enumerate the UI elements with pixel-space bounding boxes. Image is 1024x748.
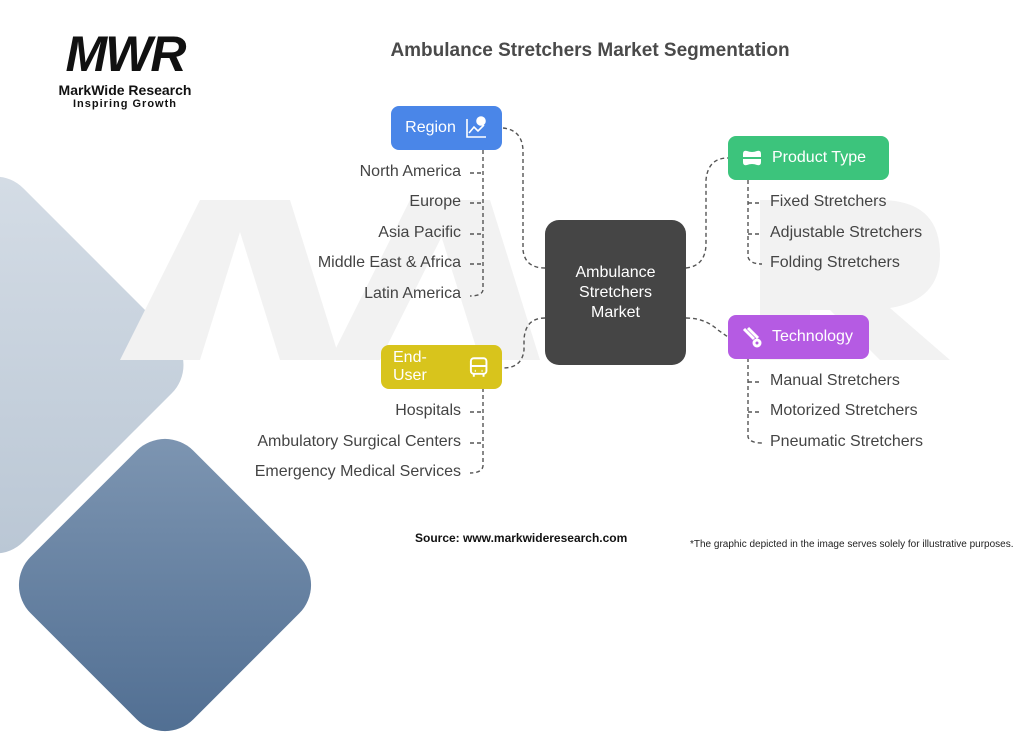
category-label: End-User	[393, 349, 427, 384]
disclaimer-text: *The graphic depicted in the image serve…	[690, 539, 1014, 550]
logo-tagline: Inspiring Growth	[73, 98, 177, 110]
stretcher-icon	[743, 150, 761, 166]
category-label: Technology	[772, 328, 853, 345]
technology-item: Manual Stretchers	[770, 372, 900, 389]
logo-mark: MWR	[65, 26, 187, 82]
page-title: Ambulance Stretchers Market Segmentation	[390, 40, 790, 61]
region-item: Latin America	[364, 285, 461, 302]
center-node[interactable]: Ambulance Stretchers Market	[545, 220, 686, 365]
technology-item: Motorized Stretchers	[770, 402, 918, 419]
tools-icon	[742, 326, 762, 348]
category-technology[interactable]: Technology	[728, 315, 869, 359]
bus-icon	[469, 357, 488, 377]
product-type-item: Folding Stretchers	[770, 254, 900, 271]
region-item: Asia Pacific	[378, 224, 461, 241]
category-end-user[interactable]: End-User	[381, 345, 502, 389]
logo-name: MarkWide Research	[58, 82, 192, 98]
logo: MWR MarkWide Research Inspiring Growth	[45, 26, 205, 111]
connectors	[469, 127, 763, 474]
category-label: Region	[405, 119, 456, 136]
category-region[interactable]: Region	[391, 106, 502, 150]
region-item: Middle East & Africa	[317, 254, 461, 271]
region-item: Europe	[409, 193, 461, 210]
end-user-item: Emergency Medical Services	[254, 463, 461, 480]
category-product-type[interactable]: Product Type	[728, 136, 889, 180]
source-text: Source: www.markwideresearch.com	[415, 531, 628, 545]
end-user-item: Hospitals	[395, 402, 461, 419]
product-type-item: Fixed Stretchers	[770, 193, 887, 210]
category-label: Product Type	[772, 149, 866, 166]
end-user-item: Ambulatory Surgical Centers	[257, 433, 461, 450]
region-item: North America	[359, 163, 461, 180]
center-label: Ambulance Stretchers Market	[575, 263, 656, 321]
technology-item: Pneumatic Stretchers	[770, 433, 923, 450]
chart-question-icon	[466, 116, 486, 138]
product-type-item: Adjustable Stretchers	[770, 224, 923, 241]
